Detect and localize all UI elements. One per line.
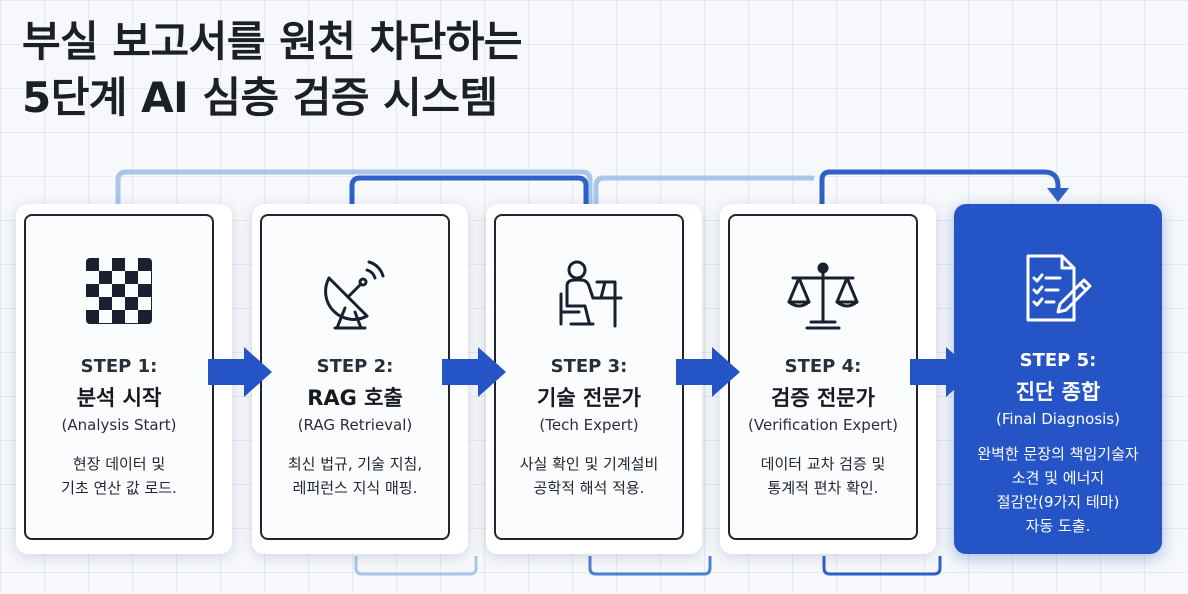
step-description-line: 사실 확인 및 기계설비 — [519, 455, 659, 473]
connector-top-3-4 — [593, 175, 814, 204]
flow-arrow-3-4 — [676, 347, 740, 397]
step-english-name: (Verification Expert) — [748, 416, 898, 434]
step-description: 완벽한 문장의 책임기술자 소견 및 에너지 절감안(9가지 테마) 자동 도출… — [960, 442, 1156, 538]
connector-top-4-5 — [819, 169, 1061, 204]
step-description-line: 통계적 편차 확인. — [767, 479, 879, 497]
step-number: STEP 3: — [550, 356, 628, 377]
step-description-line: 현장 데이터 및 — [72, 455, 166, 473]
step-description-line: 완벽한 문장의 책임기술자 — [977, 445, 1139, 463]
step-english-name: (RAG Retrieval) — [297, 416, 413, 434]
step-name: 진단 종합 — [1015, 380, 1101, 404]
title-line-1: 부실 보고서를 원천 차단하는 — [22, 17, 523, 66]
step-name: RAG 호출 — [307, 386, 403, 410]
step-description: 최신 법규, 기술 지침, 레퍼런스 지식 매핑. — [268, 452, 442, 500]
step-number: STEP 5: — [1019, 350, 1097, 371]
connector-bottom-4-5 — [822, 556, 942, 576]
step-card-1: STEP 1: 분석 시작 (Analysis Start) 현장 데이터 및 … — [16, 204, 232, 554]
step-number: STEP 4: — [784, 356, 862, 377]
connector-arrowhead — [1047, 188, 1069, 202]
step-number: STEP 1: — [80, 356, 158, 377]
step-card-3-frame: STEP 3: 기술 전문가 (Tech Expert) 사실 확인 및 기계설… — [494, 214, 684, 540]
step-description-line: 최신 법규, 기술 지침, — [287, 455, 423, 473]
step-description-line: 데이터 교차 검증 및 — [760, 455, 886, 473]
engineer-at-desk-icon — [496, 256, 682, 336]
connector-top-2-3 — [349, 175, 589, 204]
satellite-dish-icon — [262, 256, 448, 336]
connector-bottom-3-4 — [588, 556, 712, 576]
step-description: 사실 확인 및 기계설비 공학적 해석 적용. — [502, 452, 676, 500]
step-english-name: (Analysis Start) — [61, 416, 177, 434]
step-card-3: STEP 3: 기술 전문가 (Tech Expert) 사실 확인 및 기계설… — [486, 204, 702, 554]
step-english-name: (Tech Expert) — [539, 416, 639, 434]
page-title: 부실 보고서를 원천 차단하는 5단계 AI 심층 검증 시스템 — [22, 14, 523, 126]
step-english-name: (Final Diagnosis) — [996, 410, 1120, 428]
connector-bottom-2-3 — [354, 556, 478, 576]
document-pen-icon — [954, 250, 1162, 330]
step-card-4-frame: STEP 4: 검증 전문가 (Verification Expert) 데이터… — [728, 214, 918, 540]
step-number: STEP 2: — [316, 356, 394, 377]
step-description-line: 자동 도출. — [1025, 517, 1091, 535]
step-description-line: 공학적 해석 적용. — [533, 479, 645, 497]
checkerboard-icon — [26, 256, 212, 336]
step-description: 현장 데이터 및 기초 연산 값 로드. — [32, 452, 206, 500]
flow-arrow-1-2 — [208, 347, 272, 397]
step-description-line: 소견 및 에너지 — [1011, 469, 1105, 487]
flow-arrow-2-3 — [442, 347, 506, 397]
step-card-4: STEP 4: 검증 전문가 (Verification Expert) 데이터… — [720, 204, 936, 554]
step-name: 분석 시작 — [76, 386, 162, 410]
step-description-line: 절감안(9가지 테마) — [996, 493, 1120, 511]
connector-top-1-3 — [115, 169, 593, 204]
flow-arrow-4-5 — [910, 347, 974, 397]
balance-scale-icon — [730, 256, 916, 336]
step-description: 데이터 교차 검증 및 통계적 편차 확인. — [736, 452, 910, 500]
step-description-line: 레퍼런스 지식 매핑. — [292, 479, 418, 497]
step-card-2: STEP 2: RAG 호출 (RAG Retrieval) 최신 법규, 기술… — [252, 204, 468, 554]
title-line-2: 5단계 AI 심층 검증 시스템 — [22, 73, 498, 122]
step-name: 검증 전문가 — [771, 386, 875, 410]
step-card-2-frame: STEP 2: RAG 호출 (RAG Retrieval) 최신 법규, 기술… — [260, 214, 450, 540]
step-name: 기술 전문가 — [537, 386, 641, 410]
step-card-1-frame: STEP 1: 분석 시작 (Analysis Start) 현장 데이터 및 … — [24, 214, 214, 540]
step-description-line: 기초 연산 값 로드. — [61, 479, 177, 497]
step-card-5: STEP 5: 진단 종합 (Final Diagnosis) 완벽한 문장의 … — [954, 204, 1162, 554]
